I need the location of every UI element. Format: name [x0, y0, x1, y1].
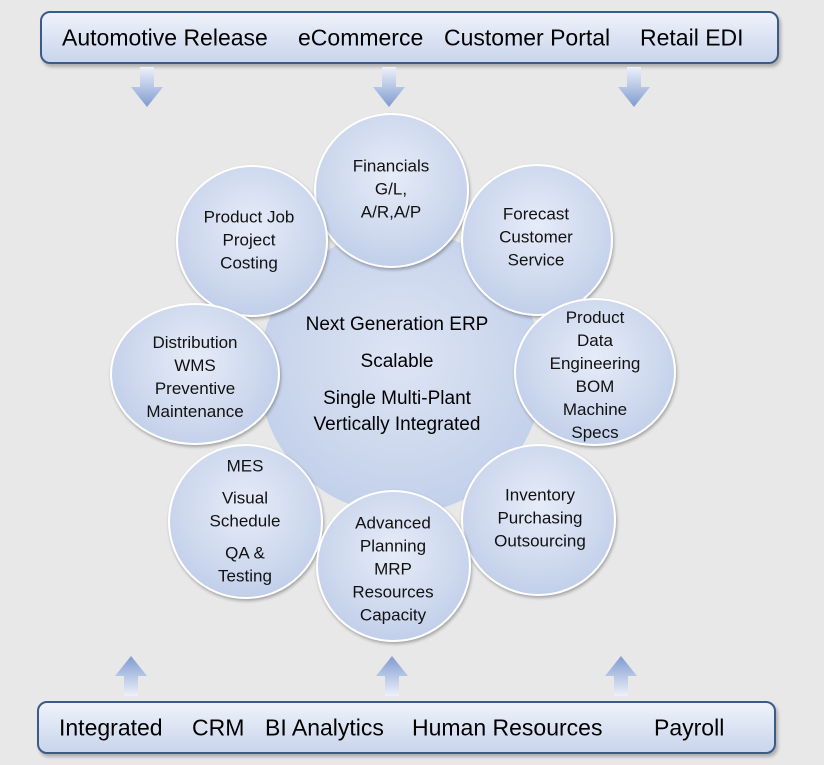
down-arrow-icon [131, 67, 163, 107]
module-circle-product-job [176, 165, 328, 317]
center-label: Next Generation ERP Scalable Single Mult… [306, 312, 489, 438]
bottom-bar-item-payroll: Payroll [654, 714, 725, 740]
bottom-bar-item-human-resources: Human Resources [412, 714, 603, 740]
module-label-financials: Financials G/L, A/R,A/P [352, 156, 430, 222]
module-circle-financials [314, 113, 469, 268]
center-vertically-integrated: Vertically Integrated [313, 414, 481, 435]
up-arrow-icon [376, 656, 408, 696]
center-multi-plant: Single Multi-Plant [323, 388, 471, 409]
center-title: Next Generation ERP [305, 314, 489, 335]
module-label-advanced-planning: Advanced Planning MRP Resources Capacity [352, 513, 434, 625]
module-label-product-job: Product Job Project Costing [203, 207, 295, 273]
bottom-bar-item-bi-analytics: BI Analytics [265, 714, 384, 740]
top-bar-item-automotive-release: Automotive Release [62, 24, 268, 50]
down-arrow-icon [618, 67, 650, 107]
up-arrow-icon [605, 656, 637, 696]
center-scalable: Scalable [360, 351, 434, 372]
bottom-bar-item-integrated: Integrated [59, 714, 163, 740]
module-circle-mes [168, 444, 323, 599]
module-circle-inventory [461, 444, 616, 596]
module-label-mes: MES Visual Schedule QA & Testing [209, 456, 281, 586]
module-label-inventory: Inventory Purchasing Outsourcing [494, 485, 586, 551]
top-bar-item-retail-edi: Retail EDI [640, 24, 744, 50]
module-circle-forecast [461, 164, 613, 316]
up-arrow-icon [115, 656, 147, 696]
down-arrow-icon [373, 67, 405, 107]
module-label-forecast: Forecast Customer Service [499, 204, 573, 270]
bottom-integration-bar: Integrated CRM BI Analytics Human Resour… [37, 701, 776, 754]
top-bar-item-customer-portal: Customer Portal [444, 24, 611, 50]
top-integration-bar: Automotive Release eCommerce Customer Po… [40, 11, 779, 64]
top-bar-item-ecommerce: eCommerce [298, 24, 424, 50]
module-circle-advanced-planning [316, 490, 471, 642]
module-label-product-data: Product Data Engineering BOM Machine Spe… [549, 308, 641, 442]
bottom-bar-item-crm: CRM [192, 714, 245, 740]
module-circle-distribution [110, 303, 280, 445]
module-circle-product-data [514, 298, 676, 446]
module-label-distribution: Distribution WMS Preventive Maintenance [146, 333, 244, 421]
